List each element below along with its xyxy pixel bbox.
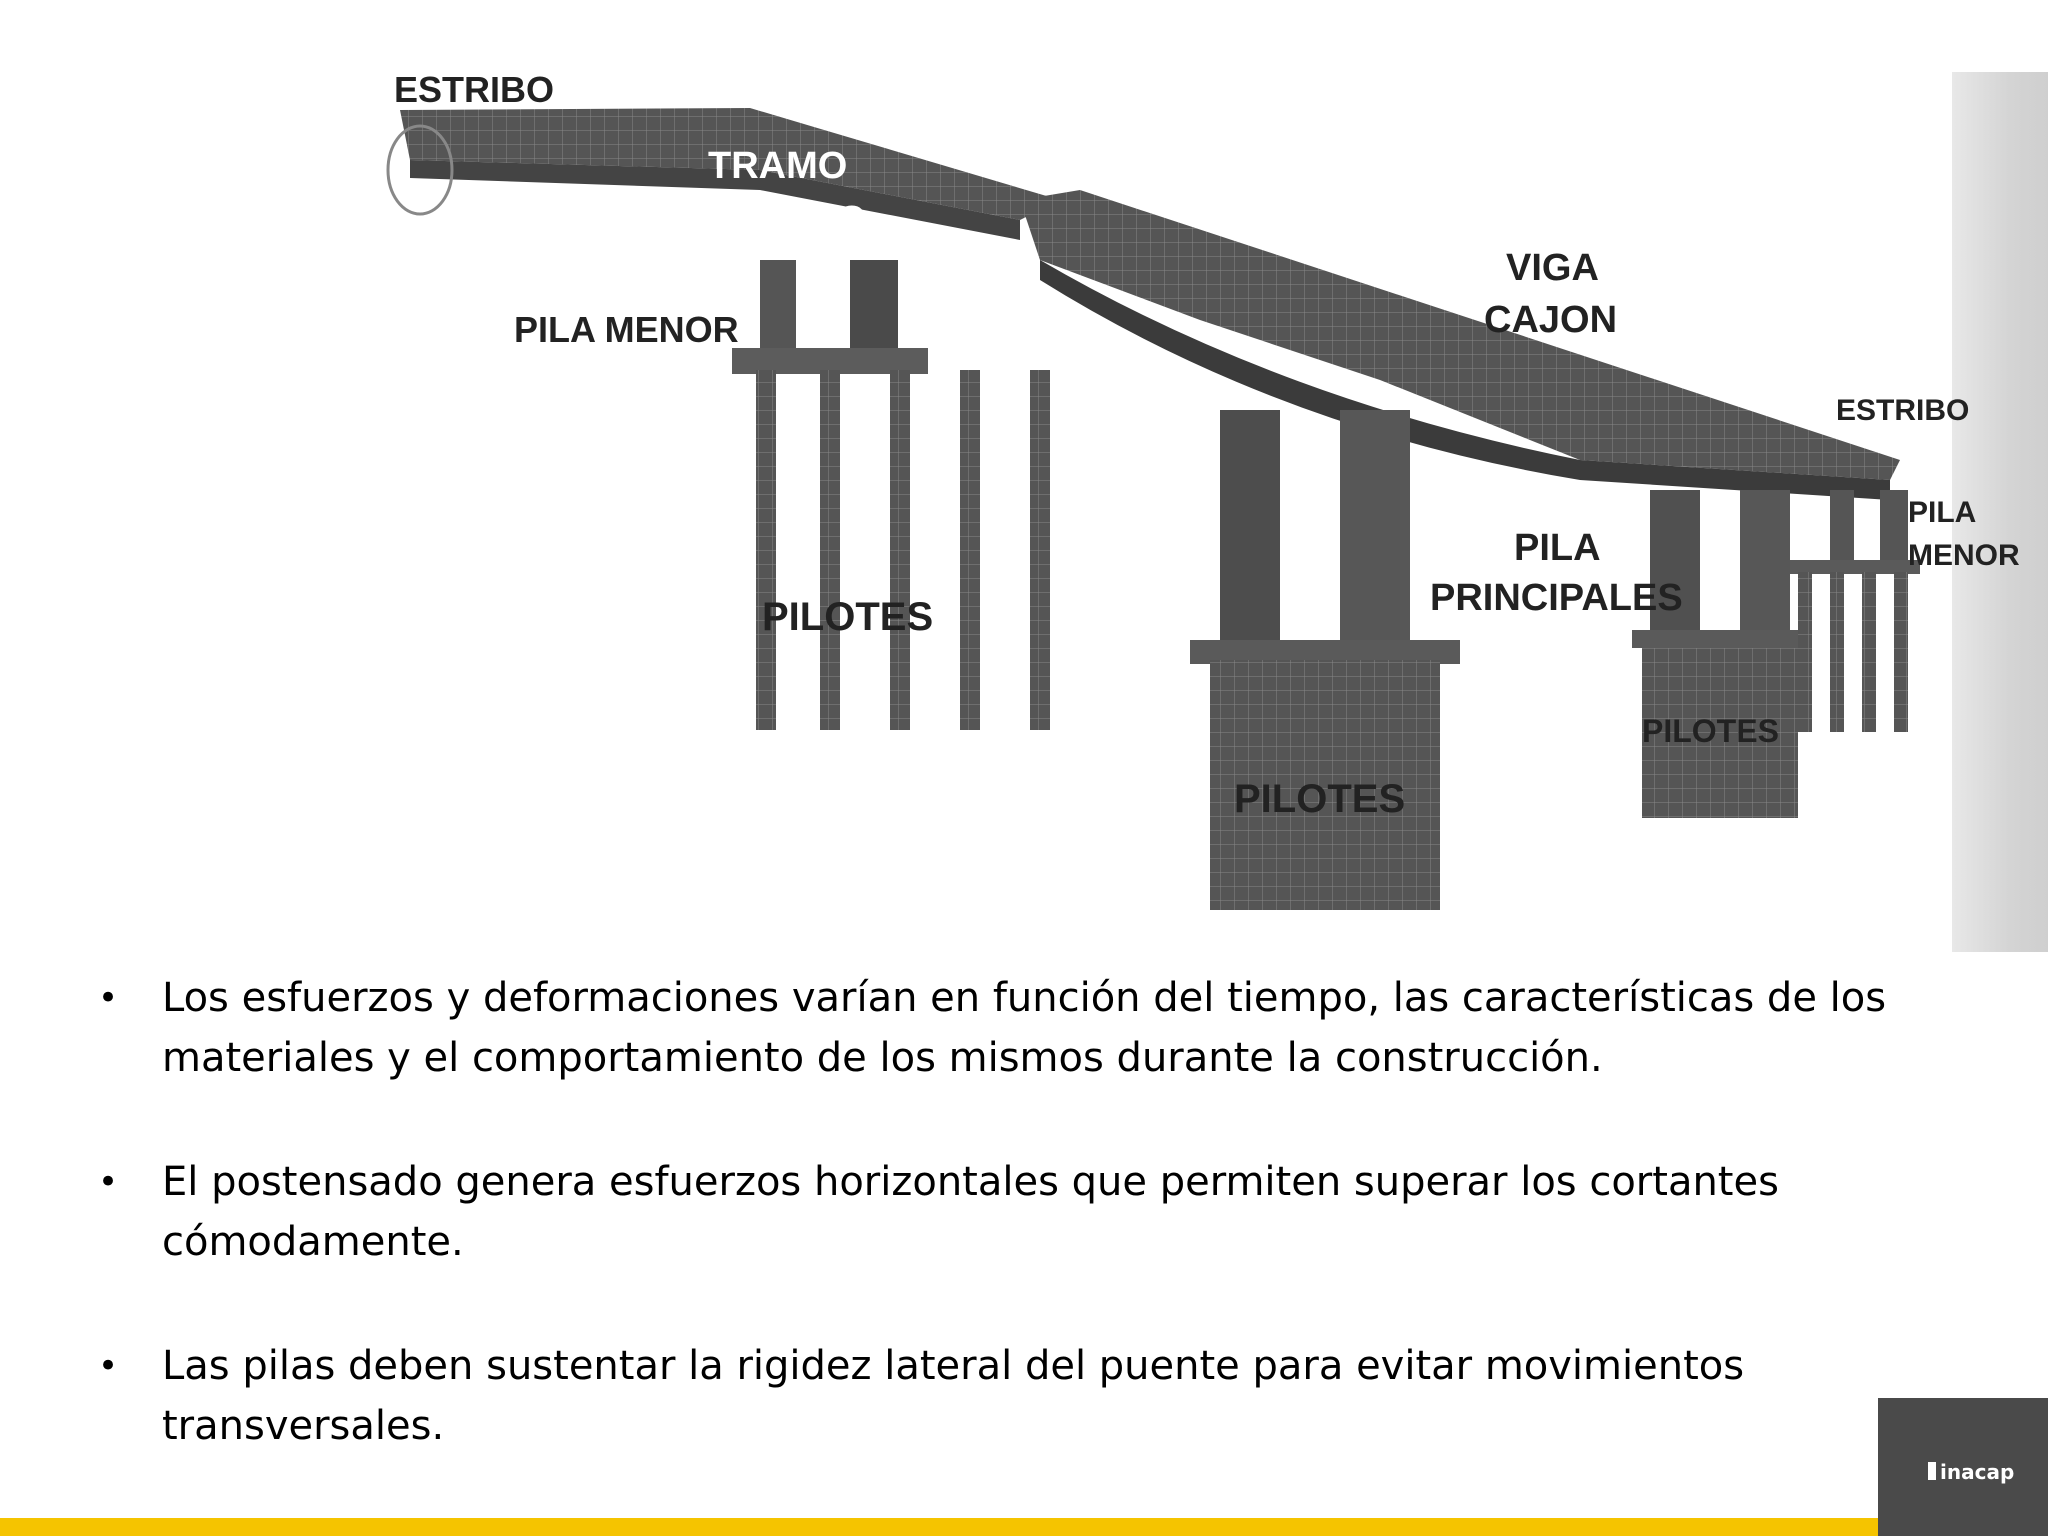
footer-accent-bar — [0, 1518, 2048, 1536]
bullet-dot: • — [98, 1162, 119, 1202]
label-viga: VIGA — [1506, 247, 1599, 289]
label-principales: PRINCIPALES — [1430, 577, 1683, 619]
right-minor-pier — [1790, 490, 1920, 732]
right-main-pier — [1632, 490, 1808, 818]
access-span — [386, 108, 1060, 240]
bullet-text: Las pilas deben sustentar la rigidez lat… — [162, 1343, 1745, 1449]
bullet-text: Los esfuerzos y deformaciones varían en … — [162, 975, 1887, 1081]
label-pila-center: PILA — [1514, 527, 1601, 569]
box-girder — [1020, 190, 1900, 500]
label-acceso: ACCESO — [704, 199, 867, 241]
label-tramo: TRAMO — [708, 145, 847, 187]
label-pila-menor-left: PILA MENOR — [514, 309, 739, 350]
label-pilotes-center: PILOTES — [1234, 777, 1405, 821]
right-gradient-strip — [1952, 72, 2048, 952]
label-menor-right: MENOR — [1908, 539, 2020, 572]
bullet-item: • El postensado genera esfuerzos horizont… — [90, 1152, 1950, 1272]
left-minor-pier — [732, 260, 1050, 730]
bridge-diagram: ESTRIBO TRAMO ACCESO PILA MENOR VIGA CAJ… — [386, 69, 2020, 910]
label-cajon: CAJON — [1484, 299, 1617, 341]
logo-box — [1878, 1398, 2048, 1536]
logo-text: inacap — [1940, 1460, 2015, 1484]
label-estribo-right: ESTRIBO — [1836, 394, 1969, 427]
bullet-list: • Los esfuerzos y deformaciones varían en… — [90, 968, 1950, 1520]
logo-icon — [1928, 1462, 1936, 1480]
label-pila-right: PILA — [1908, 496, 1976, 529]
bullet-item: • Los esfuerzos y deformaciones varían en… — [90, 968, 1950, 1088]
label-estribo-left: ESTRIBO — [394, 69, 554, 110]
bullet-dot: • — [98, 1346, 119, 1386]
bullet-dot: • — [98, 978, 119, 1018]
bullet-item: • Las pilas deben sustentar la rigidez la… — [90, 1336, 1950, 1456]
main-pier — [1190, 410, 1460, 910]
bullet-text: El postensado genera esfuerzos horizonta… — [162, 1159, 1779, 1265]
label-pilotes-right: PILOTES — [1642, 713, 1779, 749]
label-pilotes-left: PILOTES — [762, 595, 933, 639]
